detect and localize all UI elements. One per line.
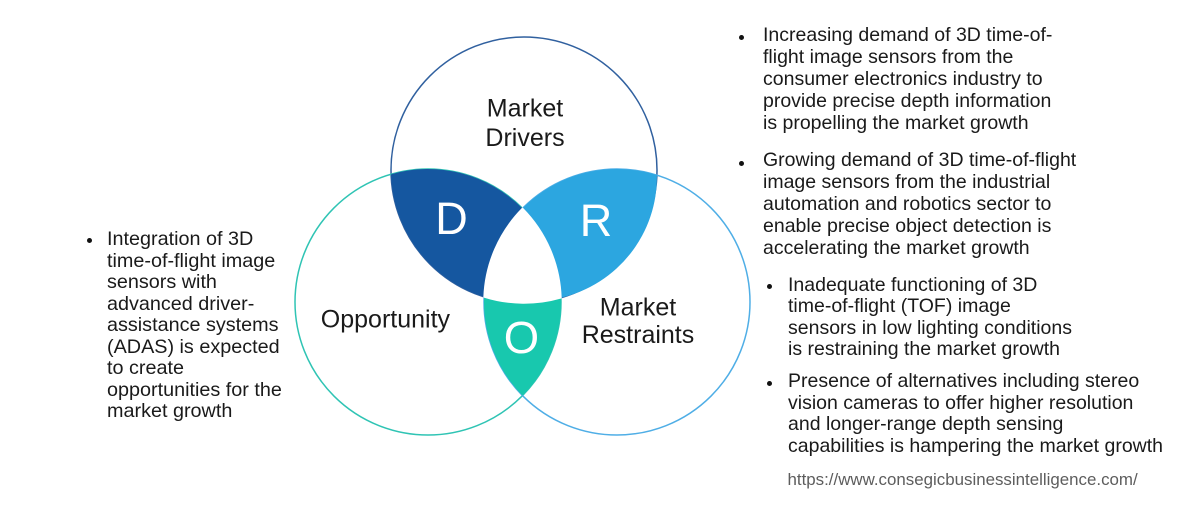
svg-text:Opportunity: Opportunity: [321, 306, 451, 334]
svg-text:O: O: [504, 312, 539, 363]
svg-text:Drivers: Drivers: [485, 124, 564, 152]
svg-text:D: D: [435, 193, 468, 244]
svg-text:Restraints: Restraints: [582, 321, 695, 349]
svg-text:Market: Market: [487, 95, 563, 123]
svg-text:Market: Market: [600, 294, 676, 322]
svg-text:R: R: [580, 195, 613, 246]
